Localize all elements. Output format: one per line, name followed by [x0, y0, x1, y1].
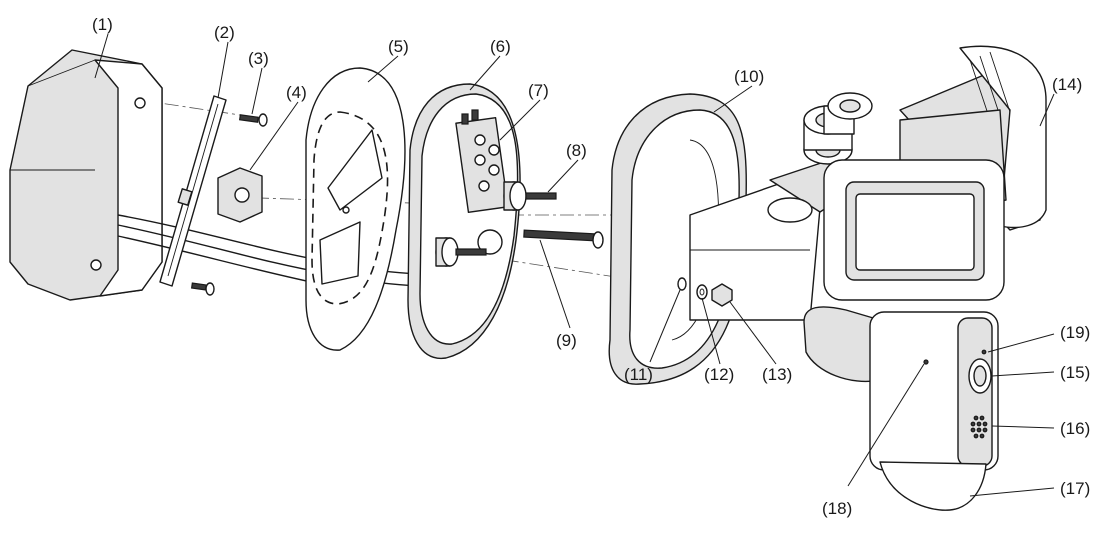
callout-17: (17) [1060, 479, 1090, 498]
mounting-arm [689, 92, 873, 321]
callout-15: (15) [1060, 363, 1090, 382]
callout-13: (13) [762, 365, 792, 384]
callout-11: (11) [624, 365, 653, 384]
terminal-block [455, 109, 509, 214]
callout-4: (4) [286, 83, 307, 102]
speaker-grille [970, 415, 988, 439]
callout-10: (10) [734, 67, 764, 86]
callout-5: (5) [388, 37, 409, 56]
callout-6: (6) [490, 37, 511, 56]
mounting-screw [190, 113, 268, 296]
ground-clip [217, 167, 263, 223]
small-hardware [677, 277, 733, 307]
callout-18: (18) [822, 499, 852, 518]
callout-19: (19) [1060, 323, 1090, 342]
standoff-screw [435, 181, 557, 267]
callout-16: (16) [1060, 419, 1090, 438]
callout-8: (8) [566, 141, 587, 160]
callout-3: (3) [248, 49, 269, 68]
camera-module [803, 306, 999, 511]
gasket [305, 67, 406, 351]
light-head [823, 45, 1047, 301]
long-bolt [523, 229, 604, 249]
callout-14: (14) [1052, 75, 1082, 94]
callout-9: (9) [556, 331, 577, 350]
mounting-strap [159, 95, 227, 287]
callout-1: (1) [92, 15, 113, 34]
leader-lines [94, 33, 1055, 497]
callout-7: (7) [528, 81, 549, 100]
callout-2: (2) [214, 23, 235, 42]
callout-12: (12) [704, 365, 734, 384]
callout-labels: (1) (2) (3) (4) (5) (6) (7) (8) (9) (10)… [92, 15, 1090, 518]
